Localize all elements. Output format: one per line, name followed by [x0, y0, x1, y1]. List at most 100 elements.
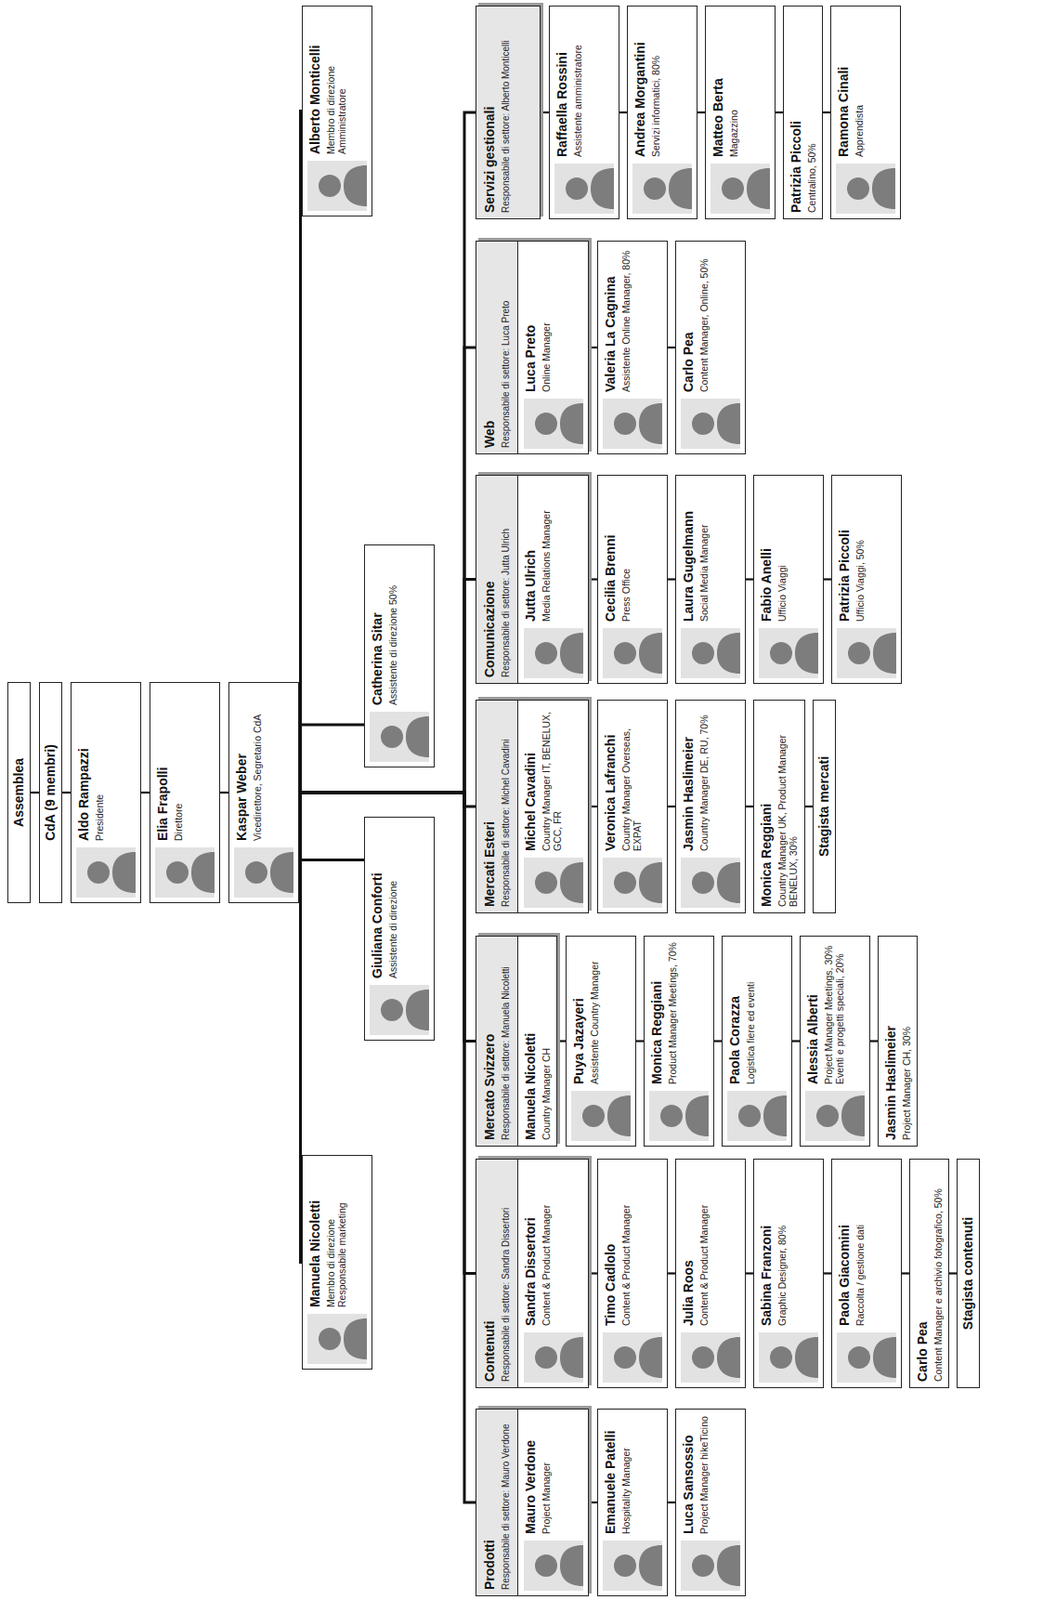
- connector-line: [823, 1271, 832, 1274]
- connector-line: [949, 1271, 957, 1274]
- connector-line: [299, 723, 365, 727]
- portrait-icon: [836, 627, 897, 678]
- portrait-icon: [680, 1331, 741, 1382]
- name-text: Patrizia Piccoli: [836, 481, 853, 622]
- connector-line: [870, 1039, 878, 1042]
- connector-line: [220, 791, 229, 794]
- name-text: Monica Reggiani: [758, 705, 775, 907]
- portrait-icon: [680, 857, 741, 908]
- name-text: Carlo Pea: [680, 247, 697, 392]
- person-box: Mauro VerdoneProject Manager: [517, 1408, 588, 1595]
- name-text: Servizi gestionali: [482, 12, 498, 213]
- portrait-icon: [523, 857, 584, 908]
- title-box: Stagista mercati: [812, 699, 836, 913]
- connector-line: [30, 791, 40, 794]
- portrait-icon: [602, 1539, 663, 1591]
- person-box: Timo CadloloContent & Product Manager: [597, 1158, 668, 1388]
- connector-line: [805, 805, 813, 808]
- name-text: Paola Giacomini: [836, 1164, 853, 1326]
- portrait-icon: [602, 398, 663, 449]
- person-box: Giuliana ConfortiAssistente di direzione: [364, 816, 435, 1041]
- connector-line: [587, 805, 598, 808]
- role-text: Membro di direzione Responsabile marketi…: [325, 1160, 349, 1307]
- person-box: Laura GugelmannSocial Media Manager: [675, 474, 746, 684]
- connector-line: [62, 791, 71, 794]
- portrait-icon: [758, 627, 819, 678]
- role-text: Responsabile di settore: Manuela Nicolet…: [500, 941, 512, 1140]
- portrait-icon: [602, 627, 663, 678]
- name-text: Manuela Nicoletti: [522, 941, 539, 1140]
- name-text: Catherina Sitar: [369, 550, 386, 705]
- portrait-icon: [758, 1331, 819, 1382]
- role-text: Assistente di direzione 50%: [387, 550, 400, 705]
- portrait-icon: [602, 857, 663, 908]
- connector-line: [619, 111, 627, 114]
- role-text: Ufficio Viaggi: [776, 481, 789, 622]
- name-text: Sabina Franzoni: [758, 1164, 775, 1326]
- name-text: Jasmin Haslimeier: [680, 705, 697, 851]
- role-text: Assistente amministratore: [572, 12, 585, 157]
- role-text: Membro di direzione Amministratore: [325, 12, 349, 155]
- portrait-icon: [554, 163, 614, 214]
- person-box: Raffaella RossiniAssistente amministrato…: [548, 5, 620, 220]
- name-text: Prodotti: [482, 1414, 498, 1590]
- connector-line: [745, 577, 754, 580]
- role-text: Project Manager hikeTicino: [698, 1414, 711, 1534]
- person-box: Alberto MonticelliMembro di direzione Am…: [301, 5, 373, 217]
- connector-line: [636, 1039, 644, 1042]
- role-text: Responsabile di settore: Alberto Montice…: [500, 12, 512, 213]
- role-text: Assistente Online Manager, 80%: [620, 247, 633, 392]
- role-text: Ufficio Viaggi, 50%: [854, 481, 867, 622]
- portrait-icon: [680, 1539, 741, 1591]
- person-box: Carlo PeaContent Manager e archivio foto…: [909, 1158, 950, 1388]
- portrait-icon: [680, 627, 741, 678]
- name-text: Ramona Cinali: [835, 12, 852, 157]
- role-text: Responsabile di settore: Michel Cavadini: [500, 705, 512, 907]
- role-text: Content & Product Manager: [540, 1164, 553, 1326]
- person-box: Sandra DissertoriContent & Product Manag…: [517, 1159, 588, 1387]
- role-text: Responsabile di settore: Mauro Verdone: [500, 1414, 512, 1590]
- connector-line: [667, 805, 676, 808]
- connector-line: [667, 1500, 676, 1503]
- connector-line: [667, 1271, 676, 1274]
- name-text: Mercati Esteri: [482, 705, 498, 907]
- portrait-icon: [571, 1090, 631, 1141]
- portrait-icon: [602, 1331, 663, 1382]
- person-box: Patrizia PiccoliUfficio Viaggi, 50%: [831, 474, 902, 684]
- title-box: CdA (9 membri): [39, 681, 63, 903]
- role-text: Apprendista: [853, 12, 866, 157]
- role-text: Magazzino: [728, 12, 741, 157]
- person-box: Valeria La CagninaAssistente Online Mana…: [597, 240, 668, 455]
- connector-line: [901, 1271, 910, 1274]
- role-text: Centralino, 50%: [806, 12, 819, 213]
- person-box: Julia RoosContent & Product Manager: [675, 1158, 746, 1388]
- connector-line: [714, 1039, 722, 1042]
- person-box: Jasmin HaslimeierProject Manager CH, 30%: [877, 935, 918, 1147]
- person-box: Puya JazayeriAssistente Country Manager: [565, 935, 637, 1147]
- portrait-icon: [523, 627, 584, 678]
- name-text: Patrizia Piccoli: [788, 12, 805, 213]
- portrait-icon: [234, 847, 294, 898]
- role-text: Content Manager, Online, 50%: [698, 247, 711, 392]
- person-box: Manuela NicolettiMembro di direzione Res…: [301, 1154, 373, 1369]
- connector-line: [745, 1271, 754, 1274]
- name-text: Comunicazione: [482, 481, 498, 678]
- name-text: Aldo Rampazzi: [76, 688, 92, 841]
- connector-line: [697, 111, 705, 114]
- name-text: Julia Roos: [680, 1164, 697, 1326]
- connector-line: [587, 1500, 598, 1503]
- portrait-icon: [523, 398, 584, 449]
- role-text: Country Manager DE, RU, 70%: [698, 705, 711, 851]
- portrait-icon: [680, 398, 741, 449]
- role-text: Content & Product Manager: [698, 1164, 711, 1326]
- person-box: Catherina SitarAssistente di direzione 5…: [364, 544, 435, 768]
- name-text: Emanuele Patelli: [602, 1414, 619, 1534]
- name-text: Stagista contenuti: [960, 1164, 977, 1382]
- connector-line: [667, 577, 676, 580]
- name-text: Jasmin Haslimeier: [883, 941, 900, 1140]
- name-text: Mauro Verdone: [522, 1414, 539, 1534]
- person-box: Sabina FranzoniGraphic Designer, 80%: [753, 1158, 824, 1388]
- name-text: Fabio Anelli: [758, 481, 775, 622]
